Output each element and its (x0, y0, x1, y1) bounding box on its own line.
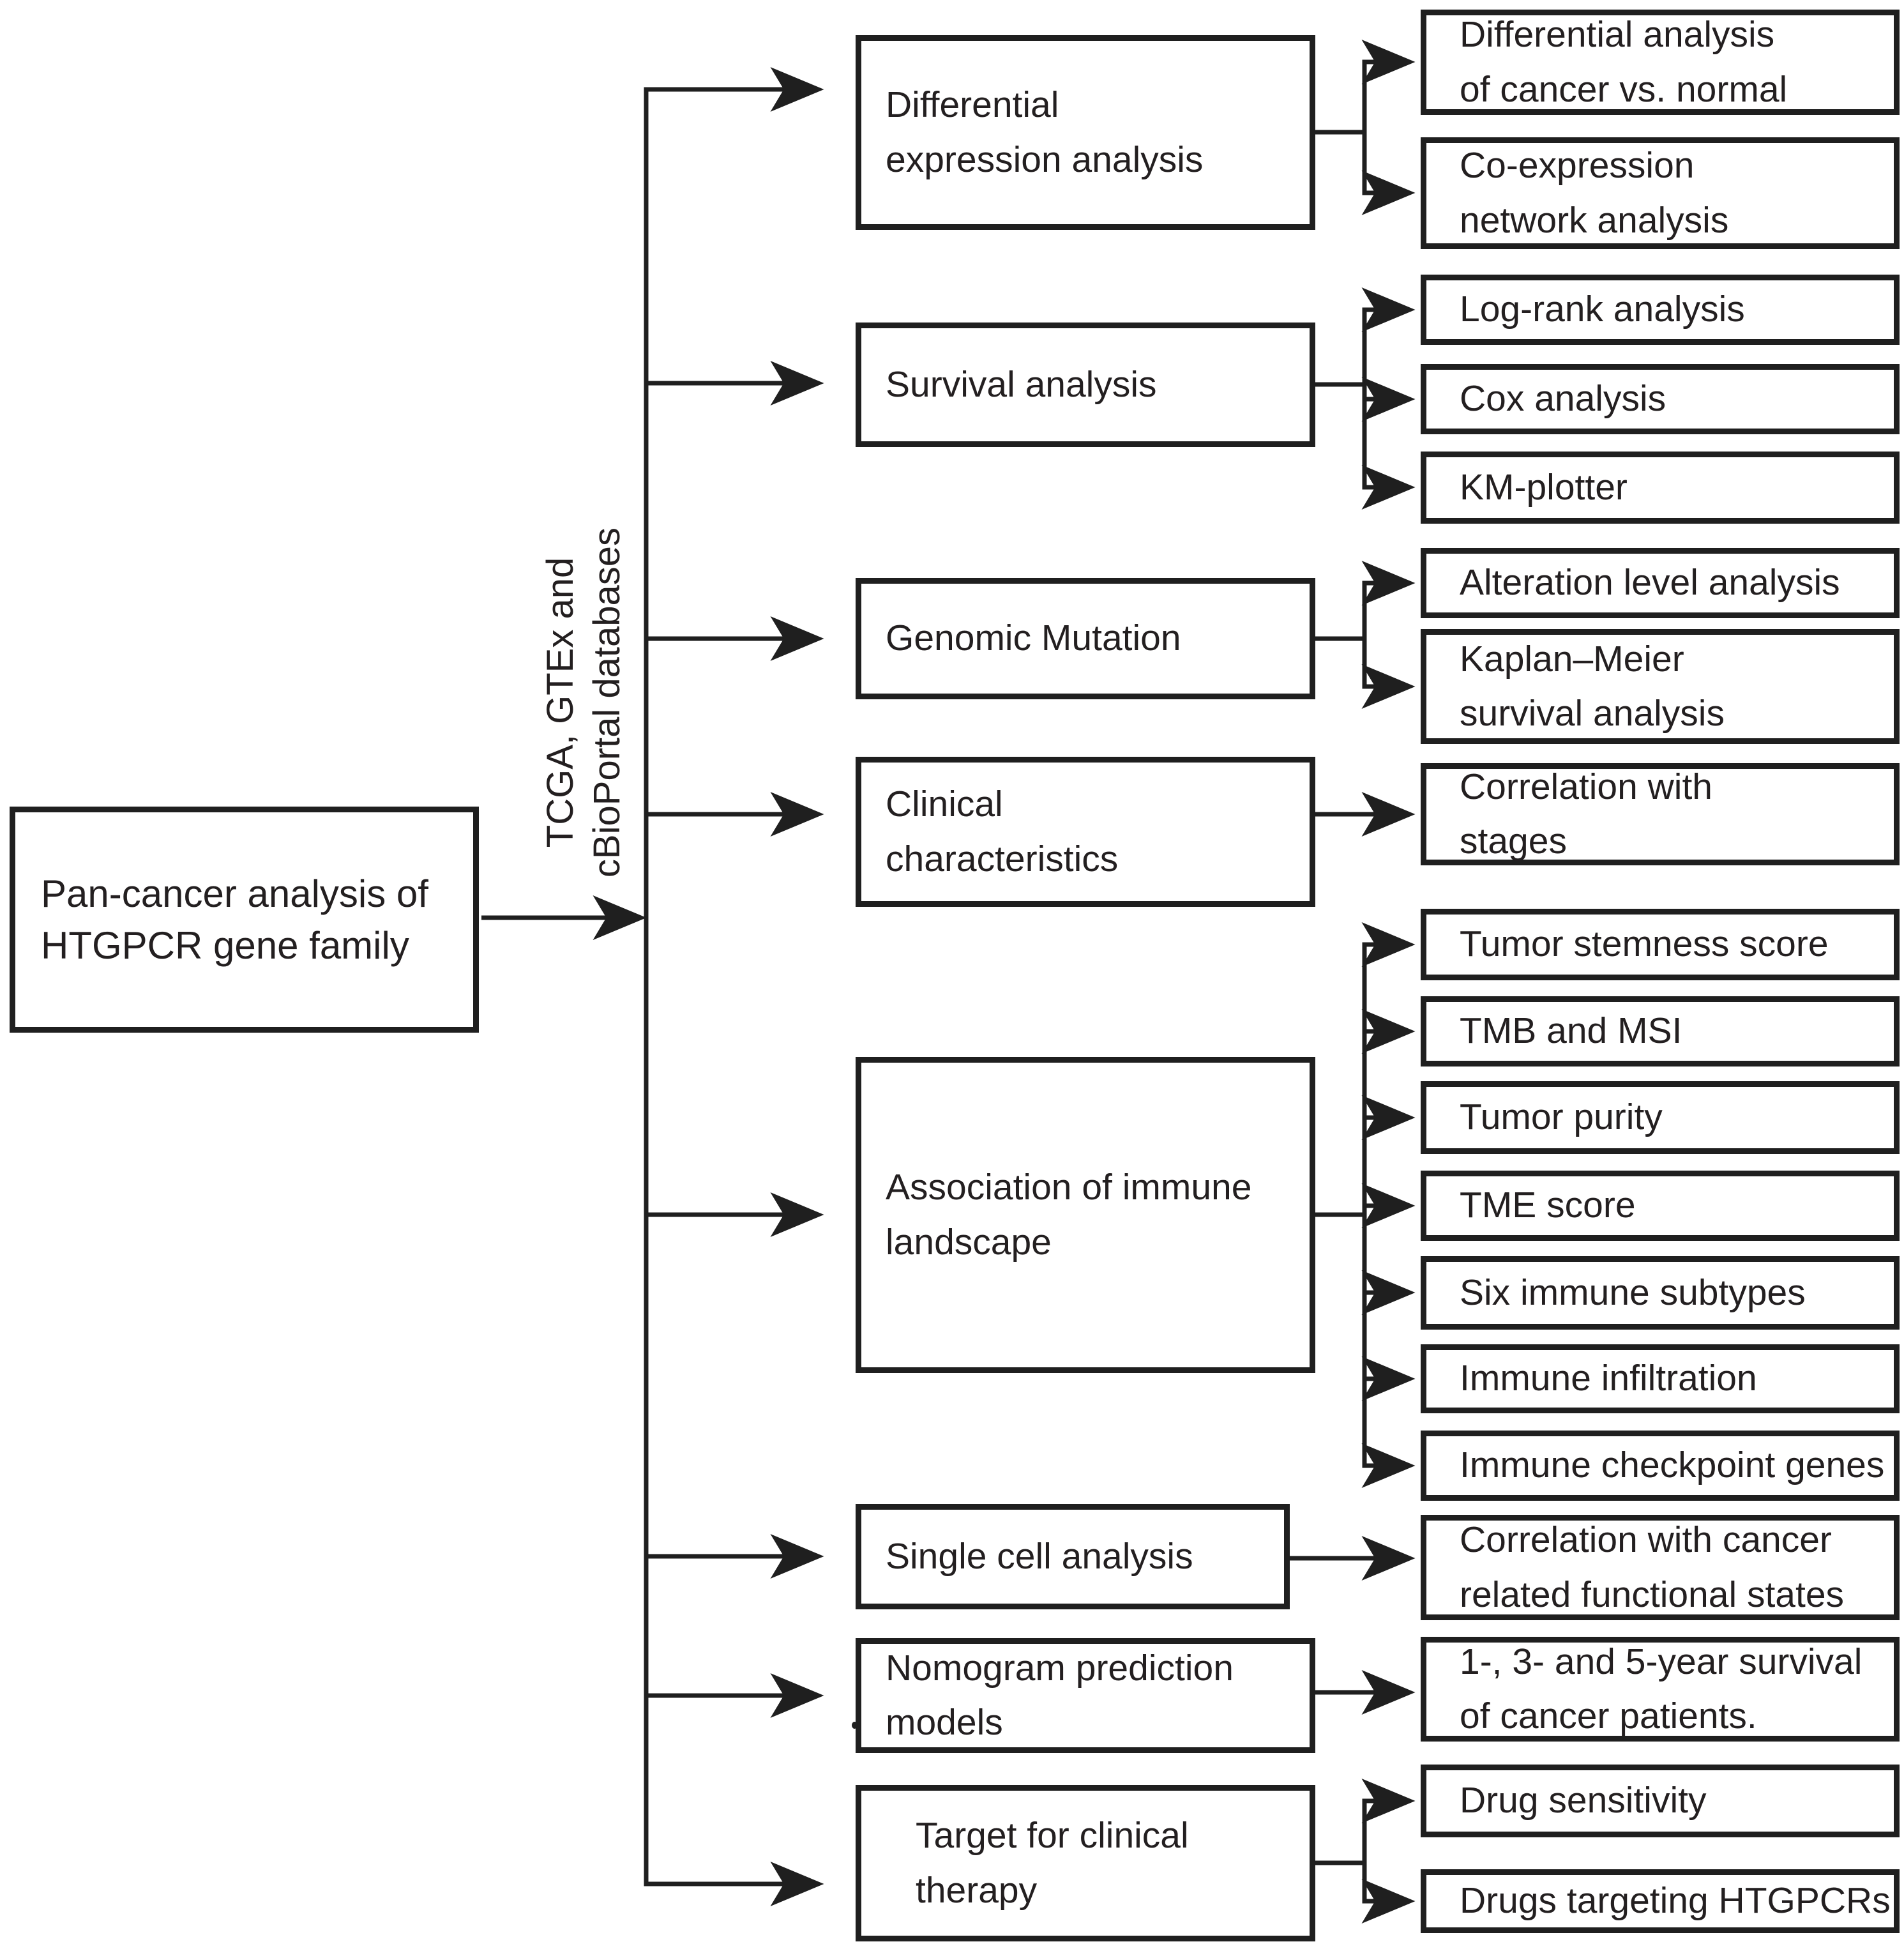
box-genomic-mutation: Genomic Mutation (856, 578, 1315, 699)
box-line: Drug sensitivity (1460, 1780, 1707, 1821)
box-line: Tumor purity (1460, 1097, 1663, 1138)
stray-mark (852, 1722, 858, 1729)
box-co-expression-network-analysis: Co-expression network analysis (1421, 137, 1900, 249)
box-tumor-purity: Tumor purity (1421, 1081, 1900, 1154)
box-alteration-level-analysis: Alteration level analysis (1421, 548, 1900, 618)
box-log-rank-analysis: Log-rank analysis (1421, 275, 1900, 345)
box-line: Target for clinical (916, 1815, 1189, 1856)
box-line: Association of immune (886, 1167, 1252, 1208)
box-target-for-clinical-therapy: Target for clinical therapy (856, 1785, 1315, 1941)
box-line: characteristics (886, 838, 1119, 879)
box-cox-analysis: Cox analysis (1421, 364, 1900, 434)
box-tme-score: TME score (1421, 1171, 1900, 1241)
box-line: HTGPCR gene family (41, 924, 409, 967)
box-line: Differential analysis (1460, 14, 1775, 55)
box-line: TME score (1460, 1185, 1636, 1226)
box-line: models (886, 1702, 1003, 1743)
box-line: related functional states (1460, 1574, 1845, 1615)
box-line: Single cell analysis (886, 1535, 1193, 1577)
box-tumor-stemness-score: Tumor stemness score (1421, 909, 1900, 980)
box-differential-expression-analysis: Differential expression analysis (856, 35, 1315, 230)
box-line: Kaplan–Meier (1460, 638, 1684, 679)
box-line: survival analysis (1460, 693, 1725, 734)
box-nomogram-prediction-models: Nomogram prediction models (856, 1638, 1315, 1753)
box-survival-analysis: Survival analysis (856, 323, 1315, 447)
box-association-immune-landscape: Association of immune landscape (856, 1057, 1315, 1373)
box-line: 1-, 3- and 5-year survival (1460, 1641, 1862, 1682)
box-line: Immune checkpoint genes (1460, 1445, 1885, 1486)
label-line: TCGA, GTEx and (540, 557, 581, 848)
box-drug-sensitivity: Drug sensitivity (1421, 1765, 1900, 1837)
box-line: network analysis (1460, 199, 1729, 241)
box-single-cell-analysis: Single cell analysis (856, 1504, 1290, 1609)
box-line: Log-rank analysis (1460, 289, 1745, 330)
box-pan-cancer-root: Pan-cancer analysis of HTGPCR gene famil… (10, 807, 479, 1033)
box-kaplan-meier-survival-analysis: Kaplan–Meier survival analysis (1421, 629, 1900, 744)
box-immune-infiltration: Immune infiltration (1421, 1344, 1900, 1413)
box-drugs-targeting-htgpcrs: Drugs targeting HTGPCRs (1421, 1869, 1900, 1933)
box-line: Cox analysis (1460, 378, 1666, 420)
box-line: Tumor stemness score (1460, 923, 1829, 965)
box-line: Survival analysis (886, 363, 1157, 405)
box-line: of cancer patients. (1460, 1696, 1757, 1736)
box-line: Genomic Mutation (886, 618, 1181, 659)
elbow-genomic-mutation (1315, 581, 1367, 689)
box-six-immune-subtypes: Six immune subtypes (1421, 1256, 1900, 1330)
box-tmb-and-msi: TMB and MSI (1421, 996, 1900, 1067)
box-line: therapy (916, 1869, 1038, 1911)
box-line: Immune infiltration (1460, 1358, 1757, 1399)
box-line: stages (1460, 821, 1567, 862)
box-line: Alteration level analysis (1460, 562, 1840, 604)
elbow-survival-analysis (1315, 307, 1367, 490)
box-clinical-characteristics: Clinical characteristics (856, 757, 1315, 907)
box-line: Correlation with cancer (1460, 1519, 1832, 1560)
box-line: TMB and MSI (1460, 1010, 1682, 1052)
box-line: Drugs targeting HTGPCRs (1460, 1880, 1891, 1922)
databases-label: TCGA, GTEx and cBioPortal databases (538, 447, 633, 958)
elbow-differential-expression (1315, 59, 1367, 195)
box-line: landscape (886, 1221, 1052, 1263)
label-line: cBioPortal databases (586, 527, 628, 878)
box-line: expression analysis (886, 139, 1204, 180)
box-line: Pan-cancer analysis of (41, 872, 428, 915)
elbow-clinical-therapy (1315, 1798, 1367, 1904)
box-line: Clinical (886, 784, 1003, 824)
box-line: of cancer vs. normal (1460, 68, 1788, 110)
box-1-3-5-year-survival: 1-, 3- and 5-year survival of cancer pat… (1421, 1637, 1900, 1742)
box-km-plotter: KM-plotter (1421, 452, 1900, 524)
box-line: Nomogram prediction (886, 1647, 1234, 1689)
box-correlation-with-stages: Correlation with stages (1421, 763, 1900, 865)
box-line: Co-expression (1460, 145, 1695, 186)
box-line: KM-plotter (1460, 466, 1628, 508)
box-differential-analysis-cancer-vs-normal: Differential analysis of cancer vs. norm… (1421, 10, 1900, 115)
elbow-immune-landscape (1315, 942, 1367, 1468)
box-correlation-cancer-functional-states: Correlation with cancer related function… (1421, 1515, 1900, 1620)
box-immune-checkpoint-genes: Immune checkpoint genes (1421, 1431, 1900, 1501)
box-line: Correlation with (1460, 766, 1712, 807)
box-line: Differential (886, 84, 1059, 125)
box-line: Six immune subtypes (1460, 1272, 1806, 1313)
